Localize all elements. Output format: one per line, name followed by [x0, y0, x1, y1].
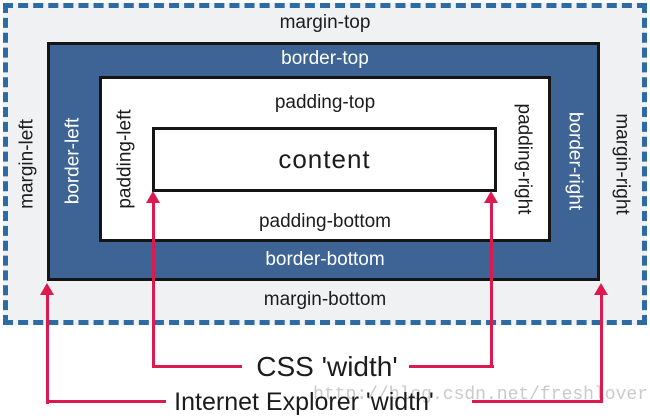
border-bottom-label: border-bottom	[265, 249, 385, 270]
css-width-right-hline	[409, 365, 494, 368]
css-width-left-hline	[152, 365, 242, 368]
border-left-label: border-left	[62, 117, 84, 205]
ie-width-left-hline	[46, 400, 166, 403]
margin-bottom-label: margin-bottom	[263, 289, 387, 310]
padding-top-label: padding-top	[274, 92, 376, 113]
ie-width-left-vline	[46, 294, 49, 404]
css-width-left-vline	[152, 202, 155, 368]
ie-width-label: Internet Explorer 'width'	[174, 388, 434, 416]
content-box: content	[152, 127, 497, 192]
ie-width-left-arrowhead-icon	[40, 283, 54, 295]
margin-top-label: margin-top	[279, 12, 371, 33]
css-width-label: CSS 'width'	[256, 351, 398, 382]
margin-right-label: margin-right	[611, 113, 633, 215]
ie-width-right-hline	[472, 400, 603, 403]
ie-width-right-vline	[600, 294, 603, 403]
margin-left-label: margin-left	[16, 119, 38, 209]
border-top-label: border-top	[281, 48, 369, 69]
padding-bottom-label: padding-bottom	[258, 211, 392, 232]
css-width-left-arrowhead-icon	[146, 191, 160, 203]
css-width-right-arrowhead-icon	[484, 191, 498, 203]
border-right-label: border-right	[564, 111, 586, 211]
content-label: content	[278, 144, 371, 174]
css-width-right-vline	[490, 202, 493, 368]
ie-width-right-arrowhead-icon	[594, 283, 608, 295]
padding-right-label: padding-right	[513, 103, 535, 215]
padding-left-label: padding-left	[114, 109, 136, 209]
